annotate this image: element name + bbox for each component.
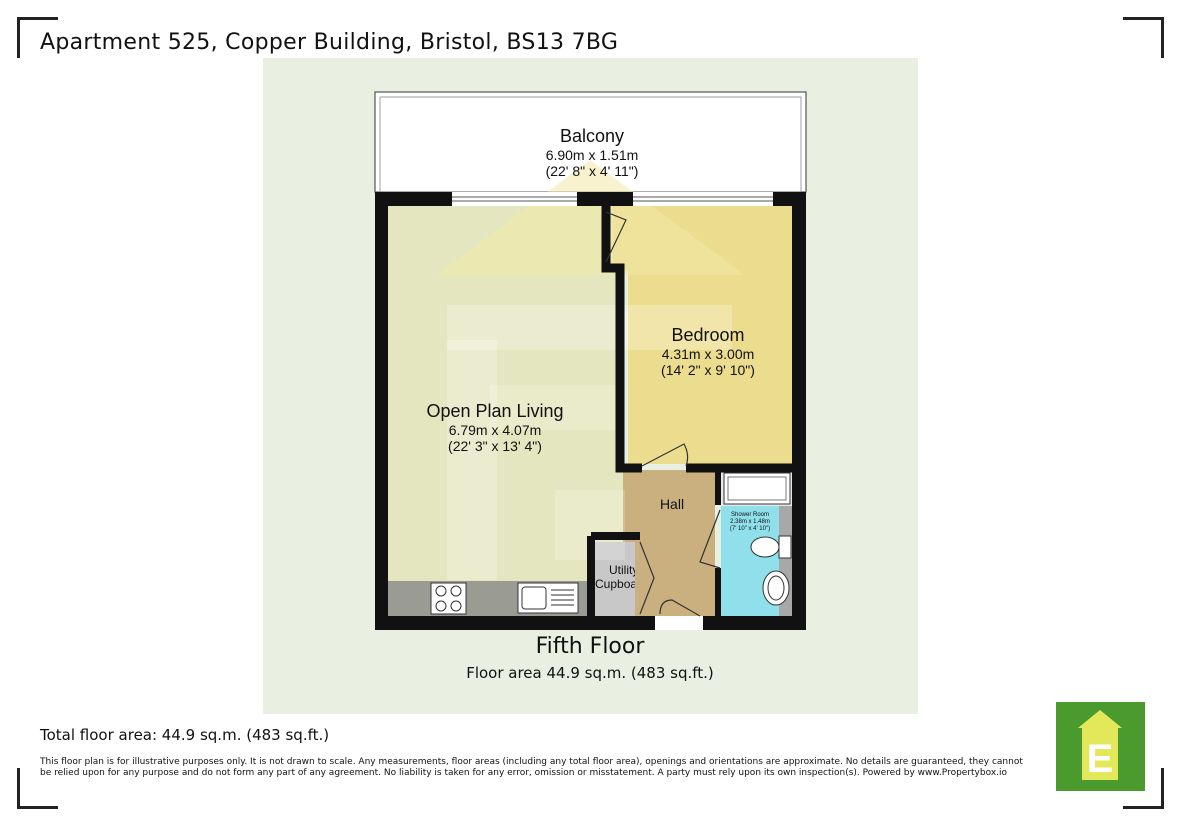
shower-room-label: Shower Room 2.38m x 1.48m (7' 10" x 4' 1… — [722, 512, 778, 533]
hall-label: Hall — [659, 496, 685, 512]
entrance-door-swing — [659, 599, 701, 617]
total-floor-area: Total floor area: 44.9 sq.m. (483 sq.ft.… — [40, 726, 330, 744]
balcony-imperial: (22' 8" x 4' 11") — [545, 162, 639, 179]
utility-label: Utility Cupboard — [595, 564, 635, 592]
sink — [517, 582, 579, 614]
floor-area: Floor area 44.9 sq.m. (483 sq.ft.) — [466, 664, 714, 682]
utility-cupboard-area — [595, 542, 635, 616]
wall-bedroom — [601, 206, 642, 473]
shower-door-swing — [699, 509, 721, 569]
living-name: Open Plan Living — [426, 401, 564, 421]
utility-name-line2: Cupboard — [595, 576, 635, 591]
corner-mark-top-left — [17, 17, 58, 58]
house-e-icon: E — [1078, 710, 1122, 781]
watermark-arrow — [437, 160, 745, 275]
corner-mark-top-right — [1123, 17, 1164, 58]
shower-room-imperial: (7' 10" x 4' 10") — [729, 526, 771, 532]
entrance-door-opening — [655, 616, 703, 630]
living-imperial: (22' 3" x 13' 4") — [448, 437, 542, 454]
corner-mark-bottom-right — [1123, 768, 1164, 809]
bedroom-imperial: (14' 2" x 9' 10") — [661, 361, 755, 378]
living-label: Open Plan Living 6.79m x 4.07m (22' 3" x… — [400, 401, 590, 454]
disclaimer-text: This floor plan is for illustrative purp… — [40, 757, 1023, 778]
window-left — [452, 192, 577, 206]
hob — [430, 582, 467, 615]
energy-logo: E — [1056, 702, 1145, 791]
bedroom-metric: 4.31m x 3.00m — [661, 345, 755, 362]
shower-room-metric: 2.38m x 1.48m — [730, 519, 770, 525]
shower-tray — [723, 472, 791, 505]
wall-bottom — [375, 616, 806, 630]
living-metric: 6.79m x 4.07m — [448, 421, 542, 438]
window-right — [633, 192, 773, 206]
balcony-area — [374, 91, 807, 193]
wall-left — [375, 192, 388, 630]
bedroom-name: Bedroom — [671, 325, 745, 345]
hall-area — [623, 470, 715, 616]
wall-right — [792, 192, 806, 630]
shower-room-name: Shower Room — [730, 512, 769, 518]
wash-basin — [750, 536, 780, 558]
logo-letter: E — [1087, 737, 1114, 781]
balcony-name: Balcony — [559, 126, 625, 146]
balcony-metric: 6.90m x 1.51m — [545, 146, 639, 163]
corner-mark-bottom-left — [17, 768, 58, 809]
bedroom-door-swing-2 — [641, 443, 689, 467]
floor-name: Fifth Floor — [535, 634, 645, 659]
utility-name-line1: Utility — [609, 564, 635, 577]
bedroom-door-swing-1 — [605, 211, 627, 263]
property-address-title: Apartment 525, Copper Building, Bristol,… — [40, 30, 619, 55]
balcony-label: Balcony 6.90m x 1.51m (22' 8" x 4' 11") — [492, 126, 692, 179]
bedroom-label: Bedroom 4.31m x 3.00m (14' 2" x 9' 10") — [628, 325, 788, 378]
utility-door-swing — [639, 541, 655, 615]
toilet — [762, 570, 790, 606]
